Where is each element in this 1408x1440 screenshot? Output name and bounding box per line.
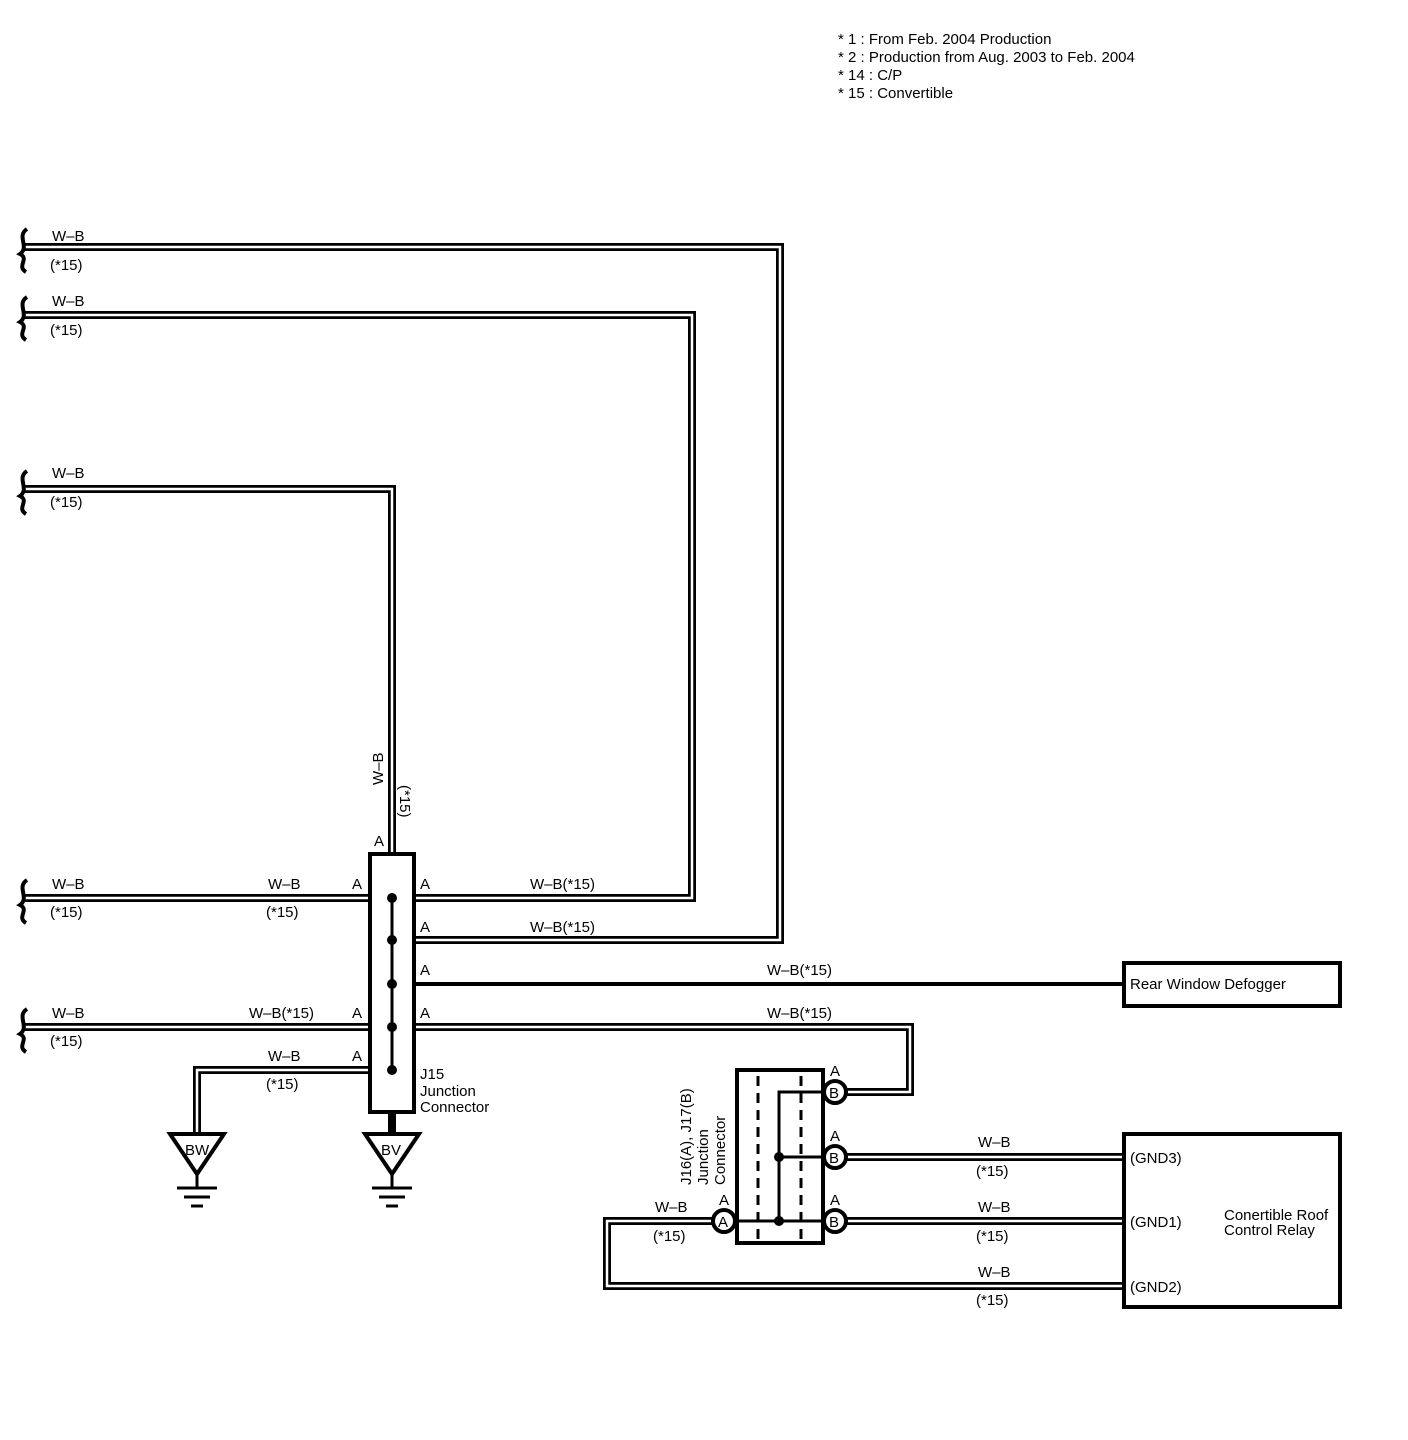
j15-id: J15 (420, 1066, 444, 1083)
note-15: * 15 : Convertible (838, 85, 953, 102)
splice-dot (387, 935, 397, 945)
wire-note-label: (*15) (396, 785, 413, 818)
j16-j17-junction-connector: B B B A A A A A J16(A), J17(B) Junction … (678, 1063, 848, 1245)
splice-dot (387, 1065, 397, 1075)
splice-dot (774, 1152, 784, 1162)
j15-label-1: Junction (420, 1083, 476, 1100)
splice-dot (387, 1022, 397, 1032)
wire-color-label: W–B (52, 876, 85, 893)
splice-dot (387, 979, 397, 989)
wire-color-label: W–B (268, 876, 301, 893)
j16-j17-label-1: Junction (695, 1129, 712, 1185)
relay-label-1: Conertible Roof (1224, 1207, 1329, 1224)
rear-window-defogger: Rear Window Defogger (1122, 961, 1342, 1008)
wire-color-label: W–B (370, 752, 387, 785)
wire-color-label: W–B (52, 293, 85, 310)
wire-color-label: W–B (52, 228, 85, 245)
pin-label: A (830, 1063, 840, 1080)
ground-label-bw: BW (185, 1142, 210, 1159)
terminal-b-label: B (829, 1085, 839, 1102)
wires (22, 243, 1124, 1290)
relay-gnd2: (GND2) (1130, 1279, 1182, 1296)
wire-note-label: (*15) (976, 1228, 1009, 1245)
wire-labels: W–B (*15) W–B (*15) W–B (*15) W–B (*15) … (50, 228, 1011, 1309)
terminal-b (822, 1208, 848, 1234)
pin-label: A (420, 962, 430, 979)
defogger-box (1122, 961, 1342, 1008)
footnotes: * 1 : From Feb. 2004 Production * 2 : Pr… (838, 31, 1135, 102)
terminal-b (822, 1144, 848, 1170)
terminal-b (822, 1079, 848, 1105)
ground-bv: BV (361, 1132, 423, 1208)
wire-note-label: (*15) (50, 904, 83, 921)
wire-color-label: W–B (268, 1048, 301, 1065)
pin-label: A (352, 876, 362, 893)
pin-label: A (374, 833, 384, 850)
wire-note-label: (*15) (976, 1292, 1009, 1309)
terminal-b-label: B (829, 1214, 839, 1231)
wire-color-label: W–B (52, 1005, 85, 1022)
wire-color-note-label: W–B(*15) (249, 1005, 314, 1022)
pin-label: A (830, 1128, 840, 1145)
pin-label: A (420, 876, 430, 893)
pin-label: A (420, 1005, 430, 1022)
wire-break-marks (16, 227, 29, 1054)
j15-label-2: Connector (420, 1099, 489, 1116)
j16-j17-label-2: Connector (712, 1116, 729, 1185)
terminal-a-label: A (718, 1214, 728, 1231)
wire-color-note-label: W–B(*15) (530, 919, 595, 936)
pin-label: A (420, 919, 430, 936)
j15-pin-labels: A A A A A A A A (352, 833, 430, 1065)
splice-dot (387, 893, 397, 903)
wire-note-label: (*15) (266, 1076, 299, 1093)
wire-note-label: (*15) (50, 1033, 83, 1050)
note-14: * 14 : C/P (838, 67, 902, 84)
terminal-a (711, 1208, 737, 1234)
ground-label-bv: BV (381, 1142, 401, 1159)
wire-color-label: W–B (978, 1264, 1011, 1281)
wire-color-label: W–B (978, 1134, 1011, 1151)
j15-junction-connector: J15 Junction Connector (368, 852, 489, 1116)
wire-color-note-label: W–B(*15) (767, 1005, 832, 1022)
relay-gnd3: (GND3) (1130, 1150, 1182, 1167)
wire-color-note-label: W–B(*15) (767, 962, 832, 979)
wire-note-label: (*15) (50, 322, 83, 339)
wire-note-label: (*15) (976, 1163, 1009, 1180)
pin-label: A (830, 1192, 840, 1209)
splice-dot (774, 1216, 784, 1226)
wire-color-label: W–B (655, 1199, 688, 1216)
wire-note-label: (*15) (50, 494, 83, 511)
note-2: * 2 : Production from Aug. 2003 to Feb. … (838, 49, 1135, 66)
pin-label: A (352, 1048, 362, 1065)
wire-note-label: (*15) (266, 904, 299, 921)
relay-label-2: Control Relay (1224, 1222, 1315, 1239)
j16-j17-id: J16(A), J17(B) (678, 1088, 695, 1185)
pin-label: A (719, 1192, 729, 1209)
wire-note-label: (*15) (653, 1228, 686, 1245)
ground-bw: BW (166, 1132, 228, 1208)
wire-color-label: W–B (52, 465, 85, 482)
wire-note-label: (*15) (50, 257, 83, 274)
convertible-roof-control-relay: (GND3) (GND1) (GND2) Conertible Roof Con… (1122, 1132, 1342, 1309)
wire-color-note-label: W–B(*15) (530, 876, 595, 893)
pin-label: A (352, 1005, 362, 1022)
defogger-label: Rear Window Defogger (1130, 976, 1286, 993)
wire-color-label: W–B (978, 1199, 1011, 1216)
relay-gnd1: (GND1) (1130, 1214, 1182, 1231)
note-1: * 1 : From Feb. 2004 Production (838, 31, 1051, 48)
terminal-b-label: B (829, 1150, 839, 1167)
relay-box (1122, 1132, 1342, 1309)
